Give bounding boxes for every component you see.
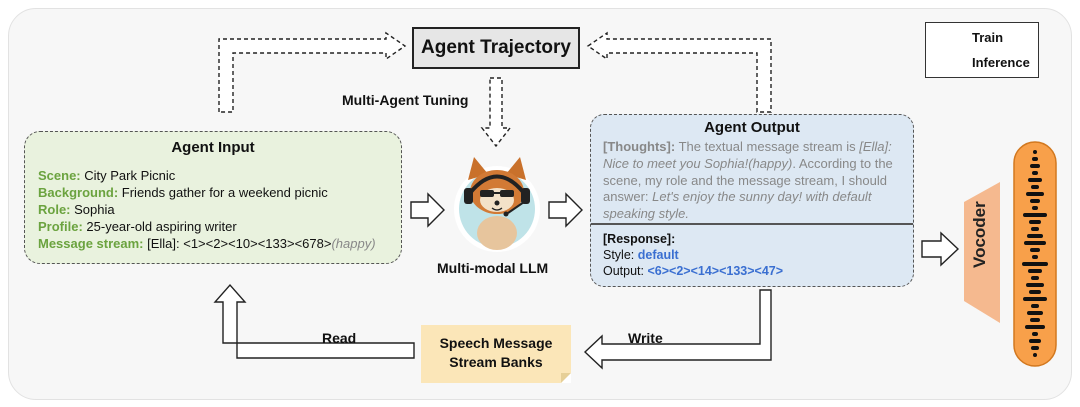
- agent-trajectory-box: Agent Trajectory: [412, 27, 580, 69]
- role-value: Sophia: [70, 202, 115, 217]
- message-value: [Ella]: <1><2><10><133><678>: [143, 236, 332, 251]
- waveform-bar: [1032, 157, 1038, 161]
- output-value: <6><2><14><133><47>: [647, 264, 784, 278]
- style-line: Style: default: [603, 248, 679, 262]
- train-arrow-input-to-trajectory: [218, 31, 407, 113]
- waveform-bar: [1025, 325, 1045, 329]
- waveform-bar: [1032, 171, 1038, 175]
- waveform-bar: [1031, 276, 1039, 280]
- message-line: Message stream: [Ella]: <1><2><10><133><…: [38, 236, 376, 251]
- style-key: Style:: [603, 248, 638, 262]
- train-arrow-output-to-trajectory: [586, 31, 772, 113]
- speech-bank-line-1: Speech Message: [439, 335, 553, 351]
- message-emotion: (happy): [331, 236, 376, 251]
- output-divider: [591, 223, 913, 225]
- waveform-bar: [1030, 164, 1040, 168]
- output-line: Output: <6><2><14><133><47>: [603, 264, 783, 278]
- multi-agent-tuning-label: Multi-Agent Tuning: [342, 92, 469, 108]
- vocoder-shape: [964, 182, 1000, 323]
- tuning-arrow: [480, 77, 512, 148]
- waveform-bar: [1032, 332, 1038, 336]
- waveform-bar: [1028, 269, 1042, 273]
- background-value: Friends gather for a weekend picnic: [118, 185, 328, 200]
- read-arrow: [213, 283, 415, 359]
- waveform-bar: [1026, 283, 1044, 287]
- thoughts-quote-1: [Ella]: Nice to meet you Sophia!(happy): [603, 139, 892, 171]
- legend: Train Inference: [925, 22, 1039, 78]
- waveform-bar: [1032, 206, 1038, 210]
- waveform-capsule: [1013, 141, 1057, 367]
- agent-input-title: Agent Input: [171, 139, 255, 156]
- waveform-bar: [1023, 297, 1047, 301]
- scene-line: Scene: City Park Picnic: [38, 168, 175, 183]
- waveform-bar: [1033, 353, 1037, 357]
- background-line: Background: Friends gather for a weekend…: [38, 185, 328, 200]
- waveform-bar: [1028, 178, 1042, 182]
- arrow-llm-to-output: [548, 192, 583, 228]
- waveform-bar: [1032, 255, 1038, 259]
- write-arrow: [583, 289, 772, 370]
- legend-inference-label: Inference: [972, 55, 1030, 70]
- vocoder-label: Vocoder: [970, 201, 989, 268]
- waveform-bar: [1030, 199, 1040, 203]
- arrow-input-to-llm: [410, 192, 445, 228]
- waveform-bar: [1024, 241, 1046, 245]
- waveform-bar: [1029, 339, 1041, 343]
- llm-mascot-icon: [454, 157, 540, 252]
- waveform-bar: [1029, 290, 1041, 294]
- waveform-bar: [1022, 262, 1048, 266]
- scene-value: City Park Picnic: [80, 168, 176, 183]
- legend-train-label: Train: [972, 30, 1004, 45]
- output-key: Output:: [603, 264, 648, 278]
- waveform-bar: [1033, 150, 1037, 154]
- waveform-bar: [1027, 234, 1043, 238]
- agent-trajectory-title: Agent Trajectory: [421, 37, 571, 58]
- role-line: Role: Sophia: [38, 202, 115, 217]
- speech-message-stream-banks: Speech Message Stream Banks: [421, 325, 571, 383]
- thoughts-label: [Thoughts]:: [603, 139, 676, 154]
- waveform-bar: [1031, 227, 1039, 231]
- waveform-bar: [1031, 304, 1039, 308]
- waveform-bar: [1030, 318, 1040, 322]
- agent-output-title: Agent Output: [704, 119, 800, 136]
- arrow-output-to-vocoder: [921, 231, 960, 267]
- scene-key: Scene:: [38, 168, 81, 183]
- agent-output-box: Agent Output [Thoughts]: The textual mes…: [590, 114, 914, 287]
- response-label: [Response]:: [603, 232, 676, 246]
- waveform-bar: [1031, 185, 1039, 189]
- waveform-bar: [1029, 220, 1041, 224]
- waveform-bar: [1026, 192, 1044, 196]
- multimodal-llm-label: Multi-modal LLM: [437, 260, 549, 276]
- style-value: default: [637, 248, 679, 262]
- thoughts-text-2: . According to the scene, my role and th…: [603, 155, 893, 205]
- profile-value: 25-year-old aspiring writer: [82, 219, 237, 234]
- agent-input-box: Agent Input Scene: City Park Picnic Back…: [24, 131, 402, 264]
- page-fold-icon: [561, 373, 571, 383]
- profile-key: Profile:: [38, 219, 83, 234]
- write-label: Write: [628, 330, 663, 346]
- role-key: Role:: [38, 202, 71, 217]
- message-key: Message stream:: [38, 236, 144, 251]
- speech-bank-line-2: Stream Banks: [449, 354, 543, 370]
- thoughts-text-1: The textual message stream is: [675, 139, 860, 154]
- read-label: Read: [322, 330, 357, 346]
- thoughts-quote-2: Let's enjoy the sunny day! with default …: [603, 189, 872, 222]
- waveform-bar: [1027, 311, 1043, 315]
- thoughts-text: [Thoughts]: The textual message stream i…: [603, 139, 905, 223]
- background-key: Background:: [38, 185, 119, 200]
- profile-line: Profile: 25-year-old aspiring writer: [38, 219, 237, 234]
- waveform-bar: [1030, 248, 1040, 252]
- waveform-bar: [1023, 213, 1047, 217]
- waveform-bar: [1031, 346, 1039, 350]
